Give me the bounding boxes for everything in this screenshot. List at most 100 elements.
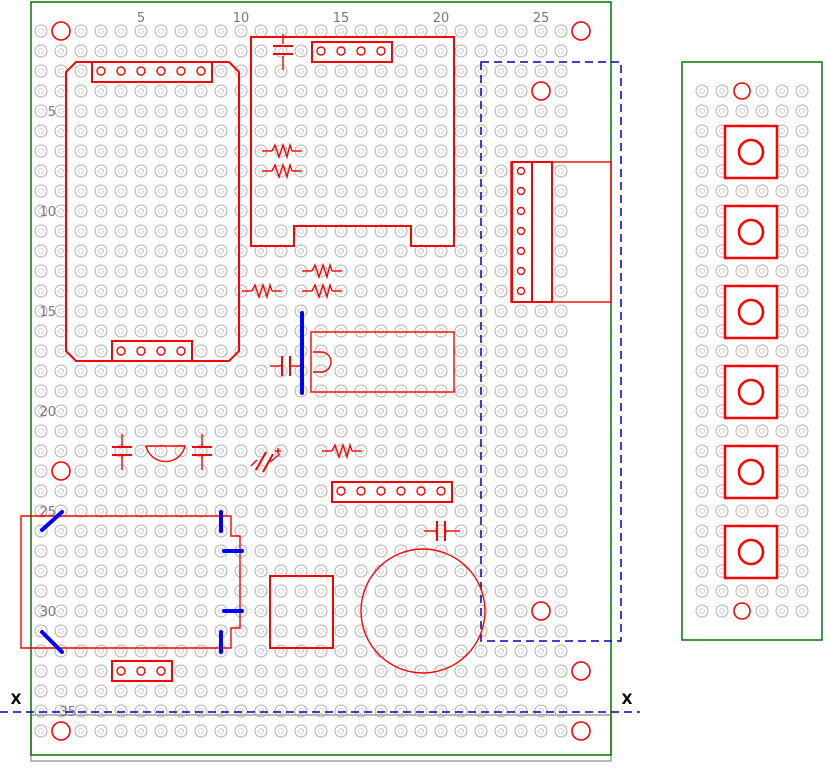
solder-pad [134, 204, 148, 218]
solder-pad [54, 604, 68, 618]
solder-pad-hole [98, 708, 104, 714]
solder-pad [234, 104, 248, 118]
solder-pad-hole [458, 628, 464, 634]
solder-pad-hole [218, 248, 224, 254]
solder-pad [354, 284, 368, 298]
solder-pad-hole [518, 608, 524, 614]
solder-pad-hole [158, 708, 164, 714]
solder-pad-hole [739, 588, 745, 594]
solder-pad [354, 324, 368, 338]
solder-pad-hole [779, 568, 785, 574]
solder-pad [474, 24, 488, 38]
solder-pad-hole [358, 388, 364, 394]
solder-pad-hole [358, 108, 364, 114]
solder-pad-hole [138, 48, 144, 54]
solder-pad-hole [378, 348, 384, 354]
solder-pad [74, 644, 88, 658]
solder-pad-hole [318, 248, 324, 254]
solder-pad-hole [218, 68, 224, 74]
solder-pad-hole [498, 428, 504, 434]
solder-pad-hole [699, 308, 705, 314]
solder-pad [174, 484, 188, 498]
solder-pad-hole [58, 308, 64, 314]
solder-pad-hole [458, 188, 464, 194]
solder-pad [94, 544, 108, 558]
solder-pad-hole [498, 468, 504, 474]
column-label: 5 [137, 11, 145, 26]
solder-pad [34, 404, 48, 418]
solder-pad [74, 144, 88, 158]
connector-latch [531, 161, 553, 303]
solder-pad-hole [258, 628, 264, 634]
solder-pad [54, 484, 68, 498]
solder-pad [534, 24, 548, 38]
solder-pad [174, 644, 188, 658]
solder-pad [134, 44, 148, 58]
solder-pad [795, 184, 809, 198]
solder-pad-hole [158, 388, 164, 394]
solder-pad [234, 144, 248, 158]
solder-pad [454, 684, 468, 698]
solder-pad [54, 564, 68, 578]
solder-pad [374, 724, 388, 738]
solder-pad-hole [78, 68, 84, 74]
solder-pad-hole [198, 728, 204, 734]
resistor [302, 262, 342, 280]
solder-pad-hole [518, 108, 524, 114]
solder-pad-hole [699, 588, 705, 594]
solder-pad-hole [438, 188, 444, 194]
solder-pad [154, 324, 168, 338]
solder-pad [414, 304, 428, 318]
solder-pad [34, 344, 48, 358]
solder-pad [294, 204, 308, 218]
solder-pad-hole [258, 28, 264, 34]
solder-pad-hole [58, 448, 64, 454]
solder-pad [695, 464, 709, 478]
solder-pad-hole [198, 308, 204, 314]
solder-pad-hole [799, 188, 805, 194]
solder-pad [214, 324, 228, 338]
solder-pad [294, 444, 308, 458]
solder-pad-hole [699, 348, 705, 354]
regulator-tab [313, 351, 332, 373]
solder-pad [414, 164, 428, 178]
solder-pad [34, 644, 48, 658]
solder-pad-hole [58, 208, 64, 214]
solder-pad [274, 84, 288, 98]
solder-pad-hole [478, 648, 484, 654]
solder-pad-hole [558, 88, 564, 94]
solder-pad [494, 384, 508, 398]
solder-pad-hole [438, 728, 444, 734]
solder-pad-hole [739, 428, 745, 434]
solder-pad [34, 484, 48, 498]
solder-pad-hole [58, 368, 64, 374]
solder-pad-hole [178, 248, 184, 254]
solder-pad-hole [398, 508, 404, 514]
solder-pad [94, 304, 108, 318]
resistors [242, 142, 362, 460]
solder-pad [34, 524, 48, 538]
solder-pad-hole [538, 648, 544, 654]
solder-pad [114, 264, 128, 278]
solder-pad-hole [158, 588, 164, 594]
column-label: 20 [433, 11, 450, 26]
solder-pad [354, 724, 368, 738]
solder-pad [94, 424, 108, 438]
solder-pad-hole [779, 348, 785, 354]
solder-pad [314, 344, 328, 358]
solder-pad-hole [78, 628, 84, 634]
solder-pad [114, 124, 128, 138]
solder-pad-hole [538, 708, 544, 714]
solder-pad [114, 324, 128, 338]
solder-pad-hole [138, 688, 144, 694]
solder-pad-hole [498, 488, 504, 494]
solder-pad-hole [498, 168, 504, 174]
solder-pad-hole [278, 648, 284, 654]
solder-pad [354, 424, 368, 438]
solder-pad-hole [218, 388, 224, 394]
solder-pad [795, 524, 809, 538]
solder-pad [214, 44, 228, 58]
solder-pad-hole [799, 288, 805, 294]
solder-pad-hole [98, 288, 104, 294]
